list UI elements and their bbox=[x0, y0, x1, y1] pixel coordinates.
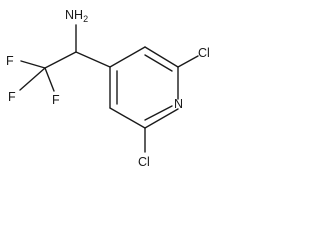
chlorine-upper-label: Cl bbox=[198, 46, 210, 60]
amine-label-subscript: 2 bbox=[83, 14, 88, 24]
double-bond-n-c6 bbox=[144, 105, 173, 121]
atom-labels: NH2 F F F N Cl Cl bbox=[6, 8, 210, 169]
double-bond-c3-c2 bbox=[144, 54, 173, 72]
ring-nitrogen-label: N bbox=[174, 97, 183, 111]
fluorine-left-label: F bbox=[8, 90, 16, 104]
fluorine-upper-label: F bbox=[6, 54, 14, 68]
bonds bbox=[19, 24, 199, 153]
bond-cf3-f-lower bbox=[44, 67, 55, 92]
bond-c-ring bbox=[75, 51, 111, 68]
bond-cf3-f-upper bbox=[20, 60, 46, 69]
bond-cf3-f-left bbox=[19, 67, 46, 91]
amine-label-main: NH bbox=[65, 8, 83, 22]
bond-ring-c6-c5 bbox=[109, 107, 146, 129]
bond-c-cf3 bbox=[44, 51, 77, 69]
bond-ring-n-c6 bbox=[144, 108, 179, 129]
bond-ring-c3-c2 bbox=[144, 46, 179, 68]
chlorine-lower-label: Cl bbox=[138, 155, 150, 169]
bond-ring-c4-c3 bbox=[109, 46, 146, 68]
amine-label: NH2 bbox=[65, 8, 88, 24]
bond-c2-cl-upper bbox=[177, 55, 199, 68]
molecule-structure: NH2 F F F N Cl Cl bbox=[6, 8, 210, 169]
fluorine-lower-label: F bbox=[52, 93, 60, 107]
